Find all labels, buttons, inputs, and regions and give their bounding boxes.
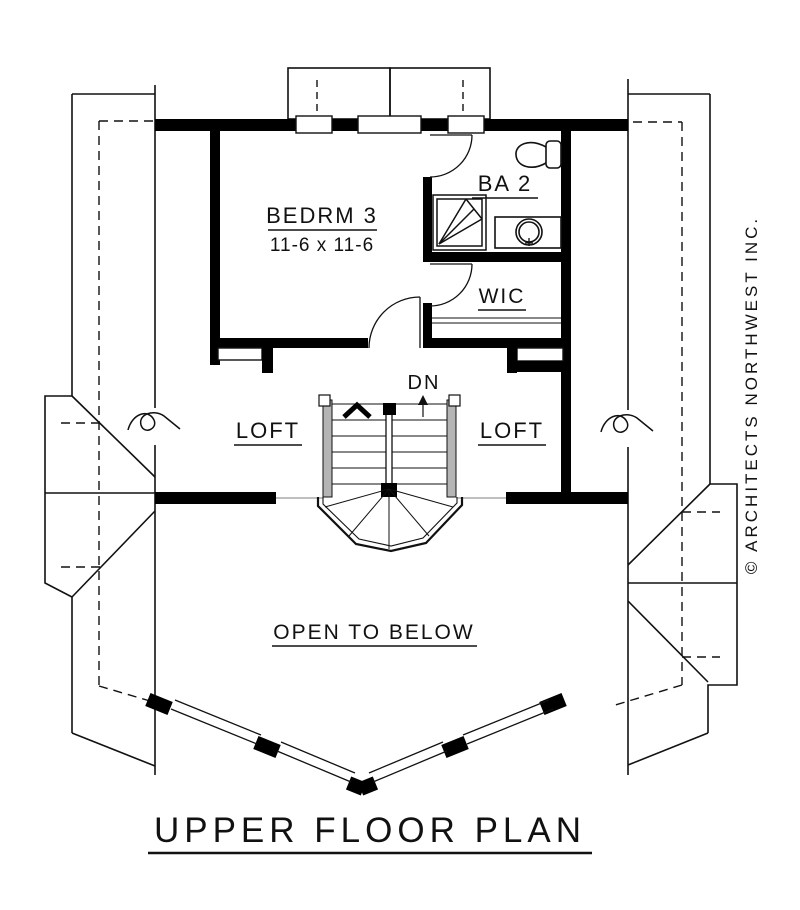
room-label-bedroom: BEDRM 3 [266, 203, 378, 228]
toilet-icon [515, 140, 562, 169]
window [295, 115, 485, 134]
labels: BEDRM 3 11-6 x 11-6 BA 2 WIC LOFT LOFT D… [148, 171, 761, 855]
dn-arrow-icon [418, 395, 428, 405]
dormer-outline [287, 67, 491, 120]
exterior-walls [155, 115, 628, 503]
open-to-below-label: OPEN TO BELOW [273, 621, 474, 644]
room-label-bath: BA 2 [478, 171, 532, 196]
shower-icon [432, 194, 487, 251]
closet-shelf [432, 317, 561, 324]
vanity-sink-icon [494, 216, 562, 249]
roof-outline-left [44, 85, 156, 775]
open-below-railing [145, 693, 567, 796]
stairs-dn-label: DN [408, 372, 441, 394]
break-symbol-right-icon [600, 414, 654, 433]
interior-walls [155, 177, 628, 504]
page-title: UPPER FLOOR PLAN [154, 811, 586, 850]
room-label-loft-right: LOFT [480, 418, 544, 443]
roof-outline-right [611, 79, 738, 775]
room-label-wic: WIC [479, 285, 526, 308]
door-bedroom [368, 296, 421, 349]
up-arrow-icon [342, 401, 372, 419]
copyright-text: © ARCHITECTS NORTHWEST INC. [742, 216, 761, 574]
bedroom-dimensions: 11-6 x 11-6 [270, 235, 374, 256]
room-label-loft-left: LOFT [236, 418, 300, 443]
door-closet [429, 263, 473, 307]
break-symbol-left-icon [127, 412, 181, 431]
staircase [316, 394, 464, 553]
door-bath [429, 134, 473, 178]
